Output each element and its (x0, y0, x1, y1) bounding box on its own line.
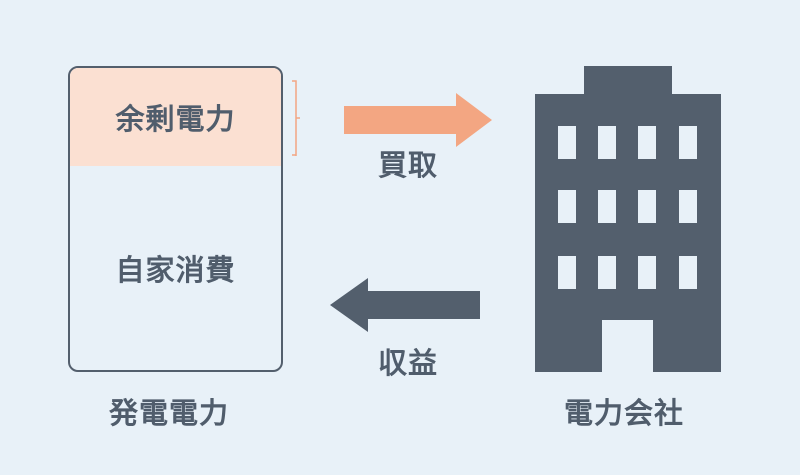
income-label: 収益 (378, 346, 439, 380)
surplus-power-label: 余剰電力 (115, 102, 236, 136)
generated-power-box: 余剰電力 自家消費 (68, 66, 283, 372)
self-consumption-section: 自家消費 (70, 166, 281, 370)
sell-label: 買取 (378, 148, 439, 182)
self-consumption-label: 自家消費 (115, 253, 236, 287)
generated-power-caption: 発電電力 (109, 396, 230, 430)
income-arrow (330, 278, 480, 332)
power-company-caption: 電力会社 (564, 396, 685, 430)
surplus-bracket (292, 80, 300, 156)
sell-arrow (344, 93, 492, 147)
power-company-building-icon (535, 66, 721, 372)
surplus-power-section: 余剰電力 (70, 68, 281, 166)
